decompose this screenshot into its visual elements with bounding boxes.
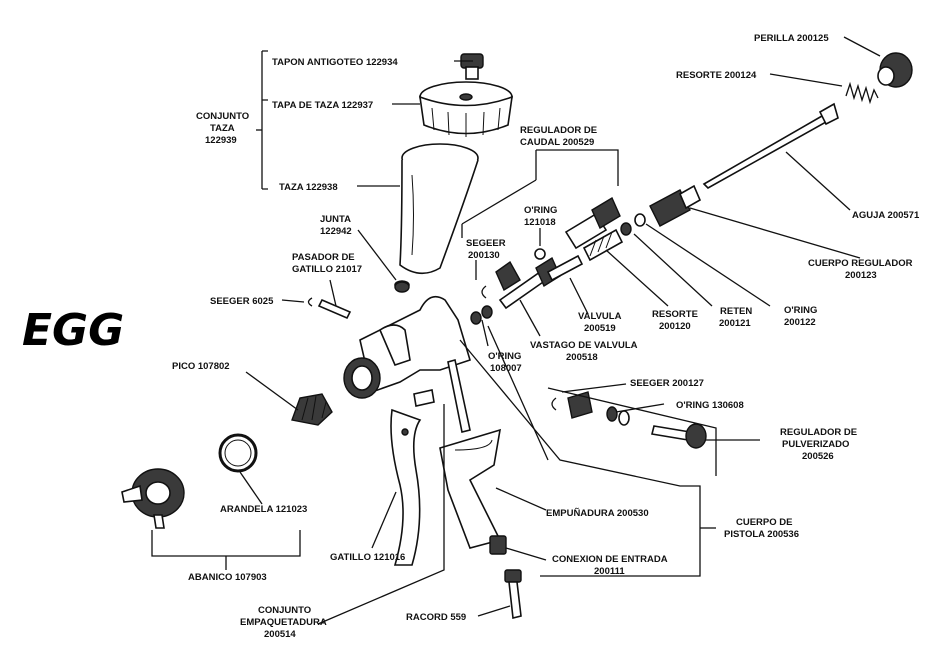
label-cuerpo-regulador-1: CUERPO REGULADOR — [808, 258, 913, 269]
label-junta-2: 122942 — [320, 226, 352, 237]
label-pico: PICO 107802 — [172, 361, 230, 372]
label-conexion-2: 200111 — [594, 566, 625, 577]
label-valvula-1: VALVULA — [578, 311, 622, 322]
cuerpo-pistola-part — [343, 295, 471, 433]
label-tapa-taza: TAPA DE TAZA 122937 — [272, 100, 373, 111]
label-pasador-2: GATILLO 21017 — [292, 264, 362, 275]
label-segeer-2: 200130 — [468, 250, 500, 261]
label-conexion-1: CONEXION DE ENTRADA — [552, 554, 668, 565]
segeer-200130-part — [481, 285, 487, 299]
label-junta-1: JUNTA — [320, 214, 351, 225]
label-empaquetadura-3: 200514 — [264, 629, 296, 640]
label-oring-108007-1: O'RING — [488, 351, 521, 362]
conexion-entrada-part — [489, 535, 507, 555]
empunadura-part — [439, 428, 502, 549]
gatillo-part — [390, 408, 422, 566]
empaquetadura-part — [413, 389, 435, 407]
brand-logo: EGG — [22, 305, 124, 356]
label-gatillo: GATILLO 121016 — [330, 552, 405, 563]
label-conjunto-taza-2: TAZA — [210, 123, 235, 134]
label-reten-1: RETEN — [720, 306, 752, 317]
pasador-gatillo-part — [317, 298, 352, 320]
label-seeger-200127: SEEGER 200127 — [630, 378, 704, 389]
label-cuerpo-pistola-2: PISTOLA 200536 — [724, 529, 799, 540]
label-resorte-200120-2: 200120 — [659, 321, 691, 332]
label-empunadura: EMPUÑADURA 200530 — [546, 508, 649, 519]
label-empaquetadura-2: EMPAQUETADURA — [240, 617, 327, 628]
label-pasador-1: PASADOR DE — [292, 252, 355, 263]
label-regulador-pulverizado-2: PULVERIZADO — [782, 439, 849, 450]
label-conjunto-taza-3: 122939 — [205, 135, 237, 146]
label-oring-121018-1: O'RING — [524, 205, 557, 216]
label-taza: TAZA 122938 — [279, 182, 338, 193]
label-seeger-6025: SEEGER 6025 — [210, 296, 274, 307]
label-cuerpo-pistola-1: CUERPO DE — [736, 517, 792, 528]
label-regulador-pulverizado-1: REGULADOR DE — [780, 427, 857, 438]
junta-part — [394, 281, 410, 293]
label-reten-2: 200121 — [719, 318, 751, 329]
label-resorte-200120-1: RESORTE — [652, 309, 698, 320]
regulador-pulverizado-parts — [551, 391, 707, 449]
label-arandela: ARANDELA 121023 — [220, 504, 307, 515]
seeger-6025-part — [307, 297, 313, 307]
label-racord: RACORD 559 — [406, 612, 466, 623]
label-resorte-200124: RESORTE 200124 — [676, 70, 757, 81]
aguja-part — [702, 102, 839, 189]
racord-part — [504, 569, 522, 619]
perilla-part — [877, 52, 913, 88]
label-oring-200122-1: O'RING — [784, 305, 817, 316]
label-regulador-pulverizado-3: 200526 — [802, 451, 834, 462]
resorte-200124-part — [845, 81, 879, 105]
label-regulador-caudal-2: CAUDAL 200529 — [520, 137, 594, 148]
taza-part — [394, 143, 479, 290]
oring-108007-part — [470, 305, 493, 325]
label-tapon-antigoteo: TAPON ANTIGOTEO 122934 — [272, 57, 398, 68]
label-perilla: PERILLA 200125 — [754, 33, 829, 44]
tapon-antigoteo-part — [460, 53, 484, 80]
tapa-de-taza-part — [419, 81, 513, 137]
label-segeer-1: SEGEER — [466, 238, 506, 249]
label-aguja: AGUJA 200571 — [852, 210, 920, 221]
pico-part — [291, 393, 333, 426]
label-valvula-2: 200519 — [584, 323, 616, 334]
label-vastago-1: VASTAGO DE VALVULA — [530, 340, 638, 351]
label-cuerpo-regulador-2: 200123 — [845, 270, 877, 281]
label-abanico: ABANICO 107903 — [188, 572, 267, 583]
label-oring-121018-2: 121018 — [524, 217, 556, 228]
label-conjunto-taza-1: CONJUNTO — [196, 111, 249, 122]
arandela-part — [218, 433, 258, 473]
leader-lines — [151, 36, 881, 625]
label-oring-108007-2: 108007 — [490, 363, 522, 374]
label-oring-130608: O'RING 130608 — [676, 400, 744, 411]
regulador-caudal-parts — [495, 184, 702, 310]
label-regulador-caudal-1: REGULADOR DE — [520, 125, 597, 136]
label-vastago-2: 200518 — [566, 352, 598, 363]
label-oring-200122-2: 200122 — [784, 317, 816, 328]
part-labels: PERILLA 200125 RESORTE 200124 TAPON ANTI… — [172, 33, 920, 640]
abanico-part — [121, 468, 185, 529]
label-empaquetadura-1: CONJUNTO — [258, 605, 311, 616]
